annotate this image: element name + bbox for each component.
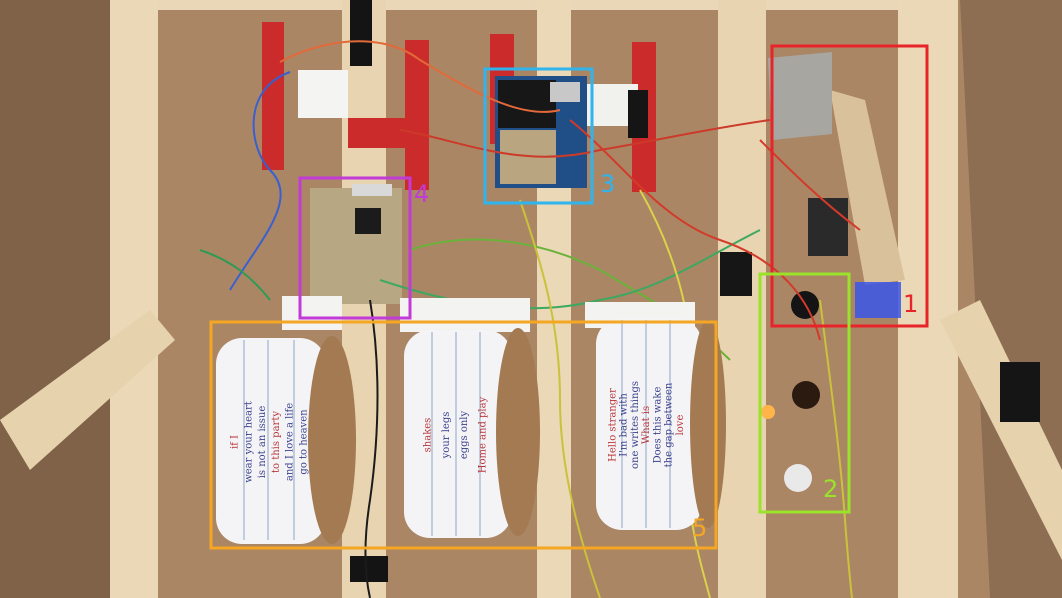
red-tape (348, 118, 408, 148)
roller-text-line: if I (230, 435, 241, 449)
black-tape (628, 90, 648, 138)
annotation-label-4: 4 (414, 180, 430, 208)
blue-led-box (855, 282, 901, 318)
roller-text-line: shakes (422, 418, 433, 453)
roller-text-line: What is (641, 406, 652, 444)
roller-text-line: go to heaven (298, 409, 309, 475)
roller-wheel (496, 328, 540, 536)
roller-wheel (308, 336, 356, 544)
paper-roller (404, 330, 512, 538)
annotation-box-2 (758, 272, 851, 514)
diagonal-brace (0, 310, 175, 470)
push-button (784, 464, 812, 492)
diagonal-brace (940, 300, 1062, 560)
push-button (792, 381, 820, 409)
roller-text-line: and I love a life (285, 403, 296, 481)
annotation-box-5 (209, 320, 718, 550)
roller-text-line: eggs only (459, 410, 470, 459)
roller-text-line: is not an issue (257, 406, 268, 479)
roller-text-line: your legs (441, 412, 452, 460)
metal-bracket (768, 52, 832, 140)
diagonal-brace (830, 90, 905, 285)
black-tape (1000, 362, 1040, 422)
black-tape (350, 0, 372, 66)
roller-rules (243, 320, 671, 540)
annotation-label-5: 5 (692, 514, 708, 542)
annotation-label-3: 3 (600, 170, 616, 198)
annotation-box-3 (483, 67, 594, 205)
ic-chip (355, 208, 381, 234)
annotation-label-2: 2 (823, 475, 839, 503)
paper-backing (400, 298, 530, 332)
black-tape (350, 556, 388, 582)
roller-text-line: wear your heart (243, 401, 254, 483)
roller-text-line: the gap between (664, 382, 675, 467)
usb-port (550, 82, 580, 102)
arduino-shield (498, 80, 556, 128)
black-tape (720, 252, 752, 296)
annotation-label-1: 1 (903, 290, 919, 318)
paper-backing (282, 296, 342, 330)
header-connector (352, 184, 392, 196)
red-tape (405, 40, 429, 190)
sensor-window (298, 70, 348, 118)
protoboard (310, 188, 402, 304)
roller-text-line: love (675, 415, 686, 436)
roller-wheel (690, 320, 726, 528)
roller-text-line: to this party (271, 411, 282, 473)
roller-text-line: Home and play (478, 396, 489, 473)
servo-motor (808, 198, 848, 256)
red-tape (262, 22, 284, 170)
annotation-box-4 (298, 176, 412, 320)
amber-led (761, 405, 775, 419)
roller-text-line: Hello stranger (607, 388, 618, 462)
roller-text-line: I'm bad with (619, 393, 630, 457)
wood-stud (110, 0, 158, 598)
roller-text-line: Does this wake (652, 387, 663, 464)
wood-stud (718, 0, 766, 598)
roller-text-line: one writes things (630, 381, 641, 469)
